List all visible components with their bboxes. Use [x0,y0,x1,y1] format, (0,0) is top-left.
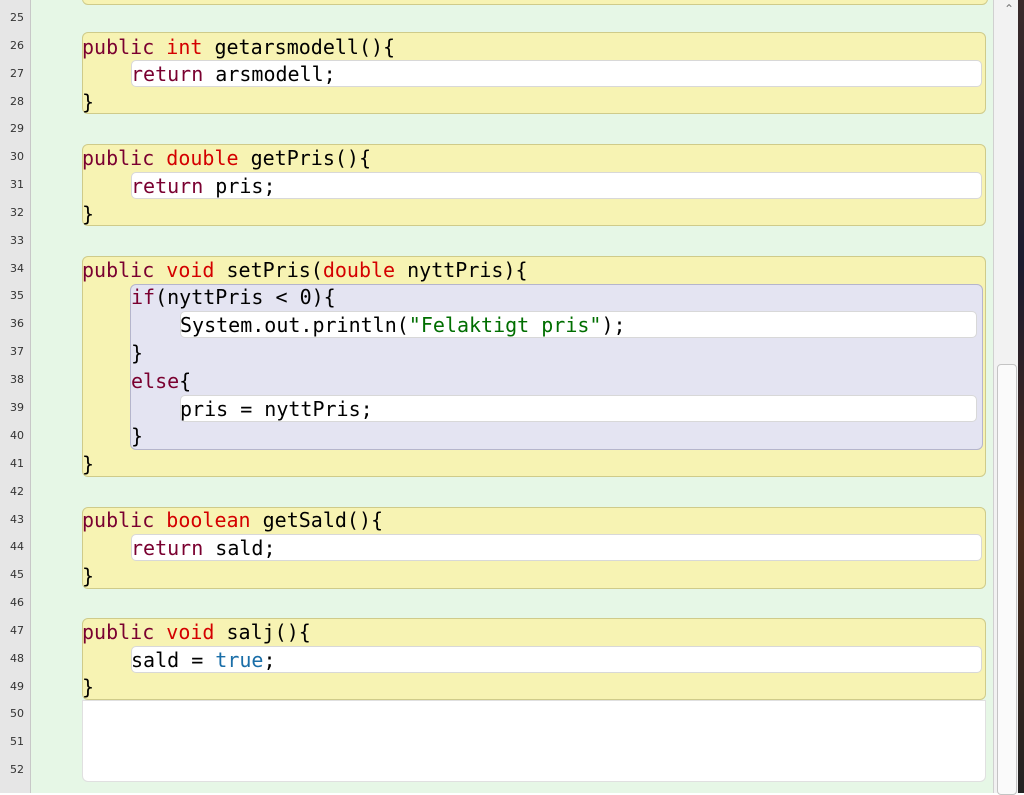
chevron-up-icon[interactable]: ⌃ [1003,2,1015,16]
method-signature[interactable]: public boolean getSald(){ [82,508,383,532]
line-number: 41 [10,457,24,470]
string-literal: "Felaktigt pris" [408,313,602,337]
line-number: 28 [10,95,24,108]
modifier: public [82,620,155,644]
line-number: 51 [10,735,24,748]
line-number: 47 [10,624,24,637]
code-line[interactable]: return sald; [131,536,276,560]
modifier: public [82,508,155,532]
desktop-background-strip [1018,0,1024,793]
line-number: 49 [10,680,24,693]
line-number: 27 [10,67,24,80]
line-number: 43 [10,513,24,526]
line-number: 30 [10,150,24,163]
code-line[interactable]: pris = nyttPris; [180,397,373,421]
line-number: 29 [10,122,24,135]
keyword: else [131,369,180,393]
method-body-getarsmodell[interactable] [131,60,982,87]
code-text: sald = [131,648,216,672]
line-number: 50 [10,707,24,720]
line-number: 45 [10,568,24,581]
code-line[interactable]: return arsmodell; [131,62,336,86]
keyword: return [131,174,204,198]
keyword: return [131,62,204,86]
scrollbar-thumb[interactable] [997,364,1017,795]
code-text: arsmodell; [203,62,336,86]
line-number: 31 [10,178,24,191]
method-name: setPris( [214,258,323,282]
return-type: void [166,258,215,282]
code-text: ; [263,648,276,672]
line-number: 46 [10,596,24,609]
previous-method-block[interactable] [82,0,988,5]
return-type: boolean [166,508,251,532]
method-body-getSald[interactable] [131,534,982,561]
closing-brace: } [82,452,95,476]
return-type: void [166,620,215,644]
method-body-getPris[interactable] [131,172,982,199]
code-line[interactable]: return pris; [131,174,276,198]
line-number: 39 [10,401,24,414]
param-type: double [322,258,396,282]
line-number: 42 [10,485,24,498]
code-line[interactable]: System.out.println("Felaktigt pris"); [180,313,626,337]
boolean-literal: true [215,648,264,672]
line-number: 48 [10,652,24,665]
line-number: 40 [10,429,24,442]
return-type: double [166,146,239,170]
code-text: pris; [203,174,276,198]
if-body[interactable] [180,311,977,338]
closing-brace: } [82,675,95,699]
line-number: 26 [10,39,24,52]
method-body-salj[interactable] [131,646,982,673]
else-body[interactable] [180,395,977,422]
code-text: System.out.println( [180,313,409,337]
line-number: 25 [10,11,24,24]
keyword: if [131,285,156,309]
closing-brace: } [82,90,95,114]
code-text: sald; [203,536,276,560]
modifier: public [82,146,155,170]
method-signature[interactable]: public double getPris(){ [82,146,371,170]
method-name: getarsmodell(){ [202,35,396,59]
code-text: ); [601,313,626,337]
line-number: 35 [10,289,24,302]
line-number: 33 [10,234,24,247]
method-name: getSald(){ [250,508,384,532]
code-line[interactable]: else{ [131,369,191,393]
closing-brace: } [131,424,144,448]
modifier: public [82,258,155,282]
closing-brace: } [82,564,95,588]
line-number: 32 [10,206,24,219]
line-number: 34 [10,262,24,275]
code-text: (nyttPris < 0){ [155,285,336,309]
line-number: 38 [10,373,24,386]
method-signature[interactable]: public void salj(){ [82,620,311,644]
empty-class-space[interactable] [82,700,986,782]
line-number: 37 [10,345,24,358]
code-text: { [179,369,192,393]
method-name: getPris(){ [238,146,371,170]
method-signature[interactable]: public void setPris(double nyttPris){ [82,258,528,282]
line-number: 52 [10,763,24,776]
closing-brace: } [131,341,144,365]
param-name: nyttPris){ [395,258,528,282]
modifier: public [82,35,155,59]
line-number: 44 [10,540,24,553]
return-type: int [166,35,203,59]
closing-brace: } [82,202,95,226]
line-number: 36 [10,317,24,330]
code-line[interactable]: sald = true; [131,648,276,672]
code-line[interactable]: if(nyttPris < 0){ [131,285,336,309]
method-name: salj(){ [214,620,311,644]
line-number-gutter: 25 26 27 28 29 30 31 32 33 34 35 36 37 3… [0,0,31,793]
method-signature[interactable]: public int getarsmodell(){ [82,35,395,59]
keyword: return [131,536,204,560]
